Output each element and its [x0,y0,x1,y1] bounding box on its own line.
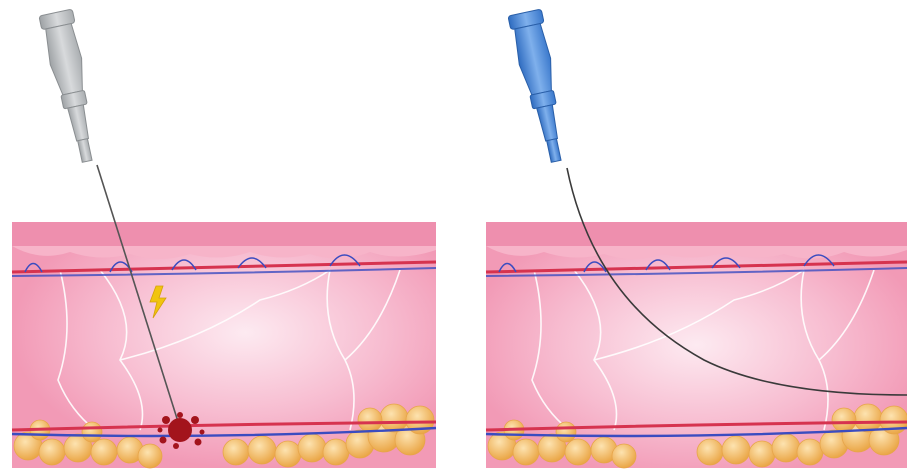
epidermis-layer [12,222,436,246]
left-panel-sharp-needle [0,0,453,475]
right-illustration [454,0,907,475]
right-panel-blunt-cannula [454,0,907,475]
blunt-cannula-hub [508,9,573,165]
left-illustration [0,0,453,475]
sharp-needle-hub [39,9,104,165]
epidermis-layer [486,222,907,246]
